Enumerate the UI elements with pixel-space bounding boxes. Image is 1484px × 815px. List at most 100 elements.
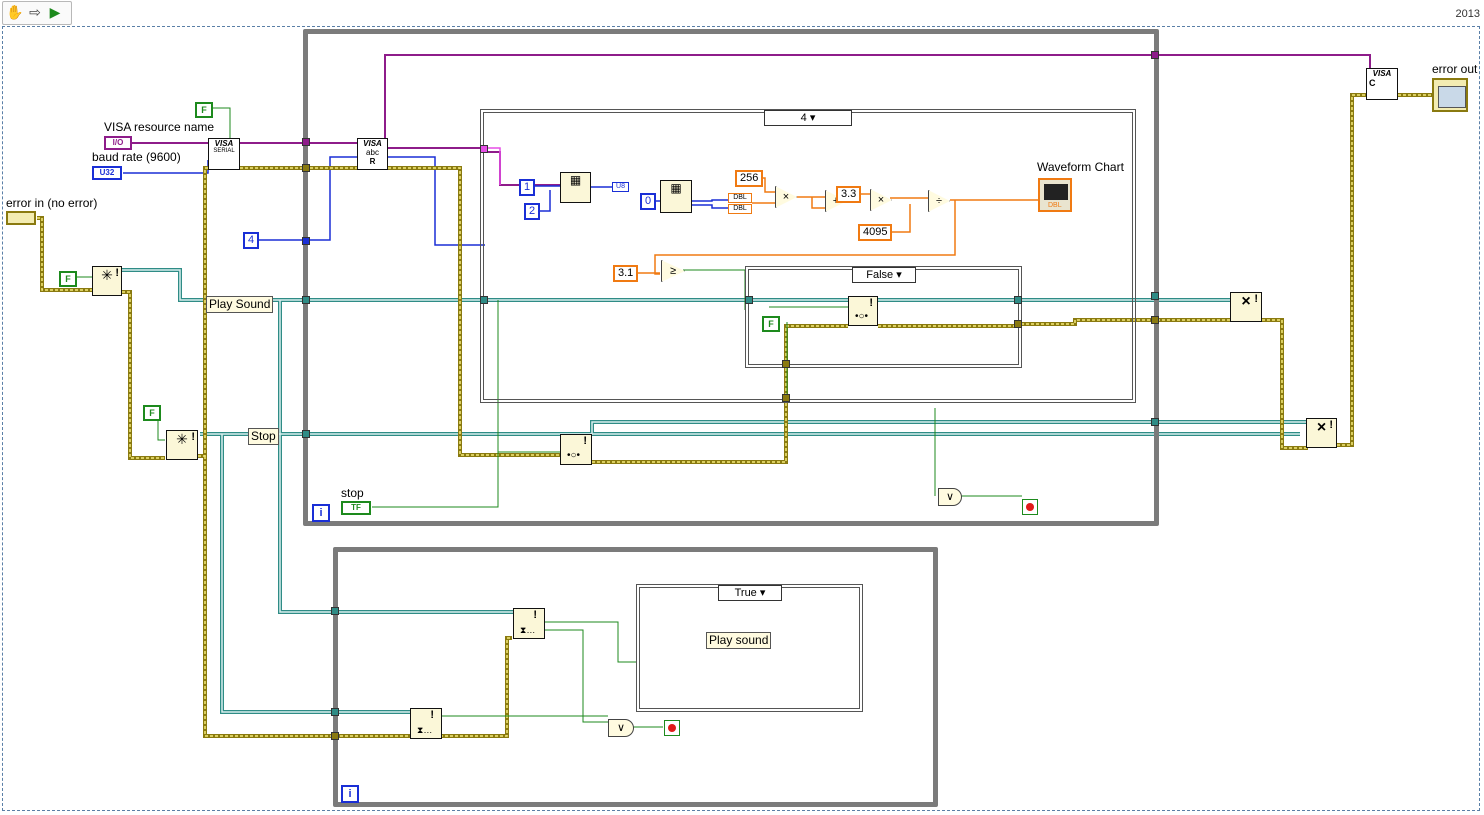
abc-text: abc bbox=[366, 148, 379, 157]
constant-4095[interactable]: 4095 bbox=[858, 224, 893, 241]
dbl-convert: DBL bbox=[728, 193, 752, 203]
read-text: R bbox=[369, 157, 376, 166]
hourglass-icon: ⧗… bbox=[417, 725, 433, 735]
false-constant[interactable]: F bbox=[59, 271, 77, 287]
loop-stop-terminal[interactable] bbox=[1022, 499, 1038, 515]
error-icon: ! bbox=[1254, 293, 1258, 305]
constant-3-1[interactable]: 3.1 bbox=[613, 265, 639, 282]
constant-0[interactable]: 0 bbox=[640, 193, 657, 210]
error-tunnel bbox=[782, 394, 790, 402]
visa-wires bbox=[130, 54, 1371, 186]
cluster-icon bbox=[1438, 86, 1466, 108]
notifier-tunnel bbox=[1151, 418, 1159, 426]
case-selector-outer[interactable]: 4 ▾ bbox=[764, 110, 852, 126]
iteration-terminal: i bbox=[341, 785, 359, 803]
error-out-label: error out bbox=[1432, 62, 1478, 76]
release-notifier-node[interactable]: × ! bbox=[1230, 292, 1262, 322]
error-icon: ! bbox=[1329, 419, 1333, 431]
visa-configure-serial-node[interactable]: VISA SERIAL bbox=[208, 138, 240, 170]
error-in-control[interactable] bbox=[6, 211, 36, 225]
error-tunnel bbox=[302, 164, 310, 172]
play-sound-cluster-label: Play Sound bbox=[206, 296, 274, 313]
asterisk-icon: ✳ bbox=[101, 267, 113, 283]
obtain-notifier-node[interactable]: ✳ ! bbox=[92, 266, 122, 296]
loop-stop-terminal[interactable] bbox=[664, 720, 680, 736]
stop-label: stop bbox=[341, 486, 364, 500]
error-tunnel bbox=[1151, 316, 1159, 324]
error-in-label: error in (no error) bbox=[6, 196, 98, 210]
error-tunnel bbox=[1014, 320, 1022, 328]
array-subset-node[interactable]: ▦ bbox=[560, 172, 591, 203]
int-tunnel bbox=[302, 237, 310, 245]
error-out-indicator[interactable] bbox=[1432, 78, 1468, 112]
visa-resource-control[interactable]: I/O bbox=[104, 136, 132, 150]
waveform-chart-indicator[interactable]: DBL bbox=[1038, 178, 1072, 212]
notifier-tunnel bbox=[331, 708, 339, 716]
array-icon: ▦ bbox=[569, 173, 582, 187]
while-loop-main[interactable] bbox=[303, 29, 1159, 526]
send-notification-node[interactable]: ! •○• bbox=[848, 296, 878, 326]
notifier-tunnel bbox=[331, 607, 339, 615]
constant-2[interactable]: 2 bbox=[524, 203, 541, 220]
constant-4[interactable]: 4 bbox=[243, 232, 260, 249]
tool-group bbox=[2, 1, 72, 25]
baud-rate-label: baud rate (9600) bbox=[92, 150, 181, 164]
notifier-tunnel bbox=[480, 296, 488, 304]
close-icon: C bbox=[1369, 78, 1376, 88]
visa-tunnel bbox=[302, 138, 310, 146]
run-icon[interactable]: ▶ bbox=[49, 3, 61, 20]
stop-cluster-label: Stop bbox=[248, 428, 279, 445]
notifier-tunnel bbox=[745, 296, 753, 304]
error-icon: ! bbox=[869, 297, 873, 309]
index-array-node[interactable]: ▦ bbox=[660, 180, 692, 213]
index-array-icon: ▦ bbox=[670, 181, 682, 195]
dbl-text: DBL bbox=[1048, 202, 1062, 209]
or-node[interactable]: ∨ bbox=[608, 719, 634, 737]
dbl-convert: DBL bbox=[728, 204, 752, 214]
send-icon: •○• bbox=[567, 450, 581, 461]
release-notifier-node[interactable]: × ! bbox=[1306, 418, 1337, 448]
visa-text: VISA bbox=[1372, 69, 1392, 78]
error-icon: ! bbox=[430, 709, 434, 721]
visa-resource-label: VISA resource name bbox=[104, 120, 215, 134]
visa-close-node[interactable]: VISA C bbox=[1366, 68, 1398, 100]
constant-3-3[interactable]: 3.3 bbox=[836, 186, 862, 203]
notifier-tunnel bbox=[1014, 296, 1022, 304]
false-constant[interactable]: F bbox=[143, 405, 161, 421]
or-node[interactable]: ∨ bbox=[938, 488, 962, 506]
hand-icon[interactable]: ✋ bbox=[6, 3, 24, 20]
visa-tunnel bbox=[1151, 51, 1159, 59]
notifier-tunnel bbox=[302, 430, 310, 438]
chart-icon bbox=[1044, 184, 1068, 200]
arrow-icon[interactable]: ⇨ bbox=[29, 3, 41, 20]
serial-icon: SERIAL bbox=[213, 148, 235, 154]
asterisk-icon: ✳ bbox=[176, 431, 188, 447]
case-selector-sound[interactable]: True ▾ bbox=[718, 585, 782, 601]
baud-rate-control[interactable]: U32 bbox=[92, 166, 122, 180]
iteration-terminal: i bbox=[312, 504, 330, 522]
error-icon: ! bbox=[115, 267, 119, 279]
notifier-tunnel bbox=[302, 296, 310, 304]
visa-text: VISA bbox=[214, 139, 234, 148]
u8-type: U8 bbox=[612, 182, 629, 192]
visa-read-node[interactable]: VISA abc R bbox=[357, 138, 388, 170]
obtain-notifier-node[interactable]: ✳ ! bbox=[166, 430, 198, 460]
wait-on-notification-node[interactable]: ! ⧗… bbox=[513, 608, 545, 639]
case-selector-inner[interactable]: False ▾ bbox=[852, 267, 916, 283]
send-notification-node[interactable]: ! •○• bbox=[560, 434, 592, 465]
constant-1[interactable]: 1 bbox=[519, 179, 536, 196]
false-constant[interactable]: F bbox=[762, 316, 780, 332]
boolean-wires bbox=[72, 107, 1022, 728]
waveform-chart-label: Waveform Chart bbox=[1037, 160, 1124, 174]
block-diagram-frame bbox=[2, 26, 1480, 811]
error-icon: ! bbox=[533, 609, 537, 621]
while-loop-sound[interactable] bbox=[333, 547, 938, 807]
wait-on-notification-node[interactable]: ! ⧗… bbox=[410, 708, 442, 739]
constant-256[interactable]: 256 bbox=[735, 170, 764, 187]
play-sound-text: Play sound bbox=[706, 632, 772, 649]
false-constant[interactable]: F bbox=[195, 102, 213, 118]
error-tunnel bbox=[331, 732, 339, 740]
error-icon: ! bbox=[191, 431, 195, 443]
error-tunnel bbox=[782, 360, 790, 368]
stop-control[interactable]: TF bbox=[341, 501, 371, 515]
